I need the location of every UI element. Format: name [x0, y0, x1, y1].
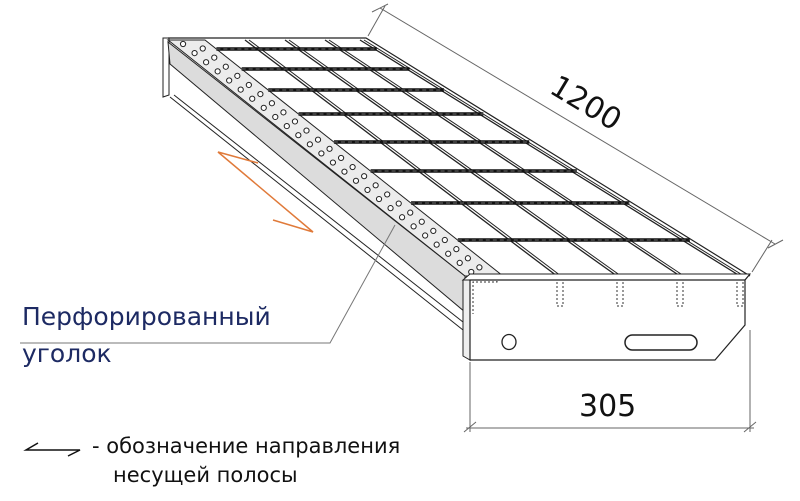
perforation-hole — [222, 63, 229, 70]
perforation-hole — [191, 50, 198, 57]
perforation-hole — [372, 182, 379, 189]
bearing-bar-edge — [248, 39, 562, 277]
dimension-length-label: 1200 — [544, 69, 627, 138]
dimension-tick — [743, 421, 757, 433]
bearing-bar — [324, 39, 681, 277]
front-plate-top — [461, 273, 752, 281]
perforation-hole — [291, 118, 299, 125]
bearing-bar-edge — [328, 39, 685, 277]
perforation-hole — [418, 218, 425, 225]
angle-bottom-edge — [169, 96, 464, 331]
perforation-hole — [361, 173, 368, 180]
perforation-hole — [456, 259, 463, 266]
extension-line — [751, 239, 773, 273]
angle-side-face — [167, 40, 466, 314]
perforation-hole — [314, 136, 322, 143]
dimension-width-label: 305 — [579, 389, 636, 424]
grating-outline — [168, 37, 751, 277]
perforation-hole — [234, 72, 241, 79]
back-flange — [162, 37, 170, 98]
perforation-hole — [199, 45, 206, 52]
perforation-hole — [375, 195, 383, 203]
perforation-hole — [329, 159, 337, 166]
bearing-bar-edge — [363, 39, 745, 277]
perforation-hole — [283, 122, 290, 130]
perforation-hole — [179, 40, 187, 48]
perforation-hole — [326, 145, 333, 152]
perforation-hole — [349, 163, 356, 171]
perforation-hole — [303, 127, 310, 134]
perforation-hole — [395, 200, 402, 207]
callout-leader-line — [20, 224, 396, 344]
grating-grid — [168, 37, 751, 277]
perforation-hole — [453, 246, 460, 253]
perforation-hole — [384, 191, 391, 198]
perforated-angle — [162, 37, 505, 331]
perforation-hole — [430, 227, 437, 234]
perforation-hole — [245, 81, 252, 89]
perforation-hole — [249, 95, 256, 102]
hidden-angle-lines — [472, 281, 498, 314]
perforation-hole — [337, 154, 345, 162]
perforation-hole — [341, 168, 348, 175]
perforation-hole — [464, 255, 471, 262]
bearing-bar — [359, 39, 741, 277]
dimension-tick — [767, 239, 784, 249]
perforation-hole — [441, 236, 448, 244]
mounting-slot — [624, 334, 698, 351]
perforation-hole — [387, 205, 394, 212]
legend-arrow-icon — [23, 442, 81, 457]
hidden-bar-lines — [676, 282, 684, 307]
hidden-bar-lines — [736, 282, 744, 307]
callout-label-line1: Перфорированный — [22, 302, 271, 331]
perforation-hole — [214, 68, 221, 75]
perforation-hole — [433, 241, 440, 248]
extension-line — [367, 5, 386, 37]
bearing-bar-edge — [288, 39, 622, 277]
callout-label-line2: уголок — [22, 339, 112, 368]
hidden-bar-lines — [556, 282, 564, 307]
perforation-hole — [306, 141, 313, 148]
front-plate — [461, 273, 752, 361]
dimension-tick — [371, 3, 389, 13]
perforation-hole — [272, 113, 279, 121]
legend-text-line2: несущей полосы — [113, 463, 298, 487]
perforation-hole — [295, 132, 302, 139]
perforation-hole — [364, 186, 371, 194]
mounting-hole — [501, 333, 517, 351]
perforation-hole — [260, 104, 267, 111]
perforation-hole — [476, 264, 483, 271]
perforation-hole — [237, 86, 244, 93]
perforation-hole — [398, 214, 406, 221]
bearing-bar — [284, 39, 618, 277]
hidden-bar-lines — [616, 282, 624, 307]
front-plate-corner — [744, 273, 751, 281]
front-plate-side — [462, 279, 471, 361]
perforation-hole — [445, 250, 452, 257]
perforation-hole — [422, 232, 429, 239]
perforation-hole — [410, 223, 417, 230]
perforation-hole — [226, 77, 233, 84]
direction-arrow-icon — [217, 151, 314, 233]
perforation-hole — [352, 177, 360, 184]
dimension-lines — [367, 3, 784, 433]
dimension-tick — [463, 421, 477, 433]
perforation-hole — [268, 100, 276, 107]
perforation-hole — [280, 109, 287, 116]
perforation-hole — [257, 91, 264, 98]
perforation-hole — [203, 59, 210, 66]
perforation-hole — [318, 150, 325, 157]
legend-text-line1: - обозначение направления — [92, 434, 401, 458]
perforation-hole — [407, 209, 414, 216]
perforation-hole — [211, 54, 218, 61]
dimension-line-length — [379, 7, 776, 245]
bearing-bar — [244, 39, 558, 277]
angle-bottom-edge-inner — [173, 94, 464, 323]
